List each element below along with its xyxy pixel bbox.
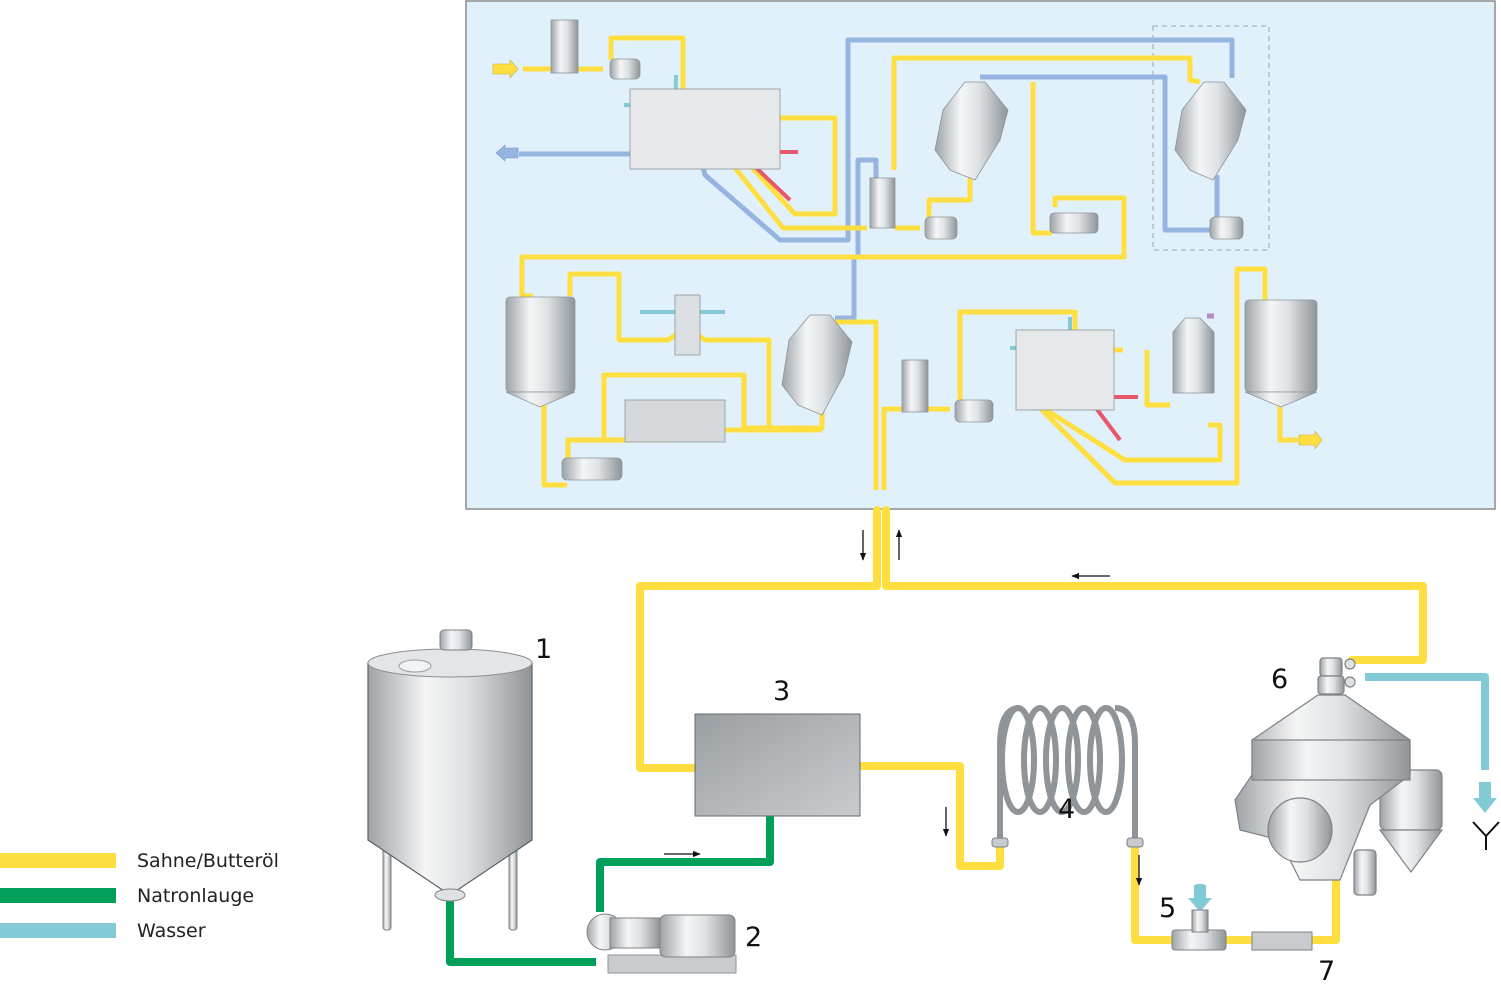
legend-swatch-water <box>0 923 116 938</box>
tank-1 <box>367 629 533 931</box>
heater-box-3 <box>694 713 861 817</box>
legend-swatch-lye <box>0 888 116 903</box>
cream-pipes <box>636 506 1427 944</box>
label-5: 5 <box>1159 893 1176 924</box>
lye-pipes <box>446 815 774 966</box>
label-2: 2 <box>745 922 762 953</box>
legend-swatch-cream <box>0 853 116 868</box>
separator-6 <box>1234 657 1444 896</box>
pump-2 <box>586 913 737 974</box>
injection-tee-5 <box>1171 909 1227 951</box>
coil-fittings <box>991 837 1144 848</box>
label-7: 7 <box>1318 956 1335 987</box>
overview-arrows <box>492 59 1323 450</box>
label-6: 6 <box>1271 664 1288 695</box>
inline-section-7 <box>1251 931 1313 951</box>
overview-equipment <box>505 19 1318 481</box>
flow-arrows <box>664 529 1143 886</box>
label-3: 3 <box>773 676 790 707</box>
holding-coil-4 <box>997 705 1138 845</box>
label-4: 4 <box>1058 794 1075 825</box>
equipment-labels: 1 2 3 4 5 6 7 <box>535 634 1335 987</box>
overview-panel <box>465 0 1496 510</box>
label-1: 1 <box>535 634 552 665</box>
legend-label-water: Wasser <box>137 920 206 942</box>
water-arrows <box>1188 782 1497 912</box>
legend-label-lye: Natronlauge <box>137 885 255 907</box>
drain-icon <box>1472 821 1500 850</box>
legend-label-cream: Sahne/Butteröl <box>137 850 279 872</box>
